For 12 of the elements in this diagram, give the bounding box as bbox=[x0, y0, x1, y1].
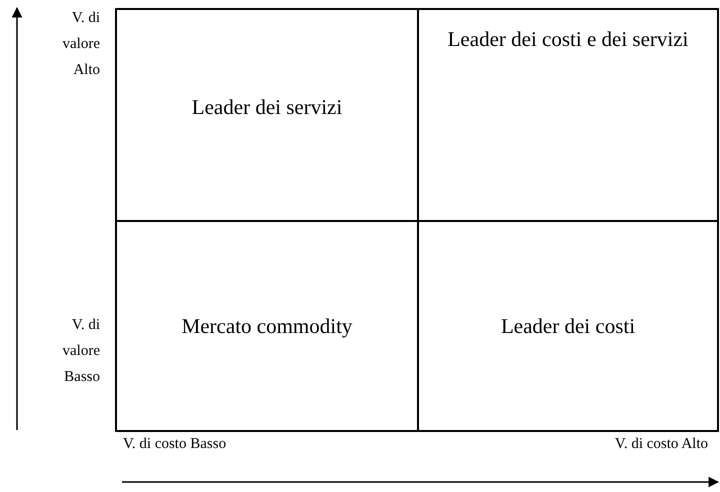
quadrant-box bbox=[417, 220, 719, 432]
quadrant-box bbox=[115, 220, 419, 432]
quadrant-label: Leader dei servizi bbox=[190, 94, 344, 121]
quadrant-label: Leader dei costi bbox=[500, 313, 636, 340]
quadrant-box bbox=[115, 8, 419, 222]
axis-label: V. di valore Alto bbox=[62, 9, 100, 80]
axis-label: V. di valore Basso bbox=[62, 316, 100, 387]
quadrant-label: Mercato commodity bbox=[180, 313, 354, 340]
quadrant-label: Leader dei costi e dei servizi bbox=[446, 26, 690, 53]
axis-label: V. di costo Alto bbox=[614, 436, 708, 453]
axis-label: V. di costo Basso bbox=[123, 436, 226, 453]
quadrant-box bbox=[417, 8, 719, 222]
